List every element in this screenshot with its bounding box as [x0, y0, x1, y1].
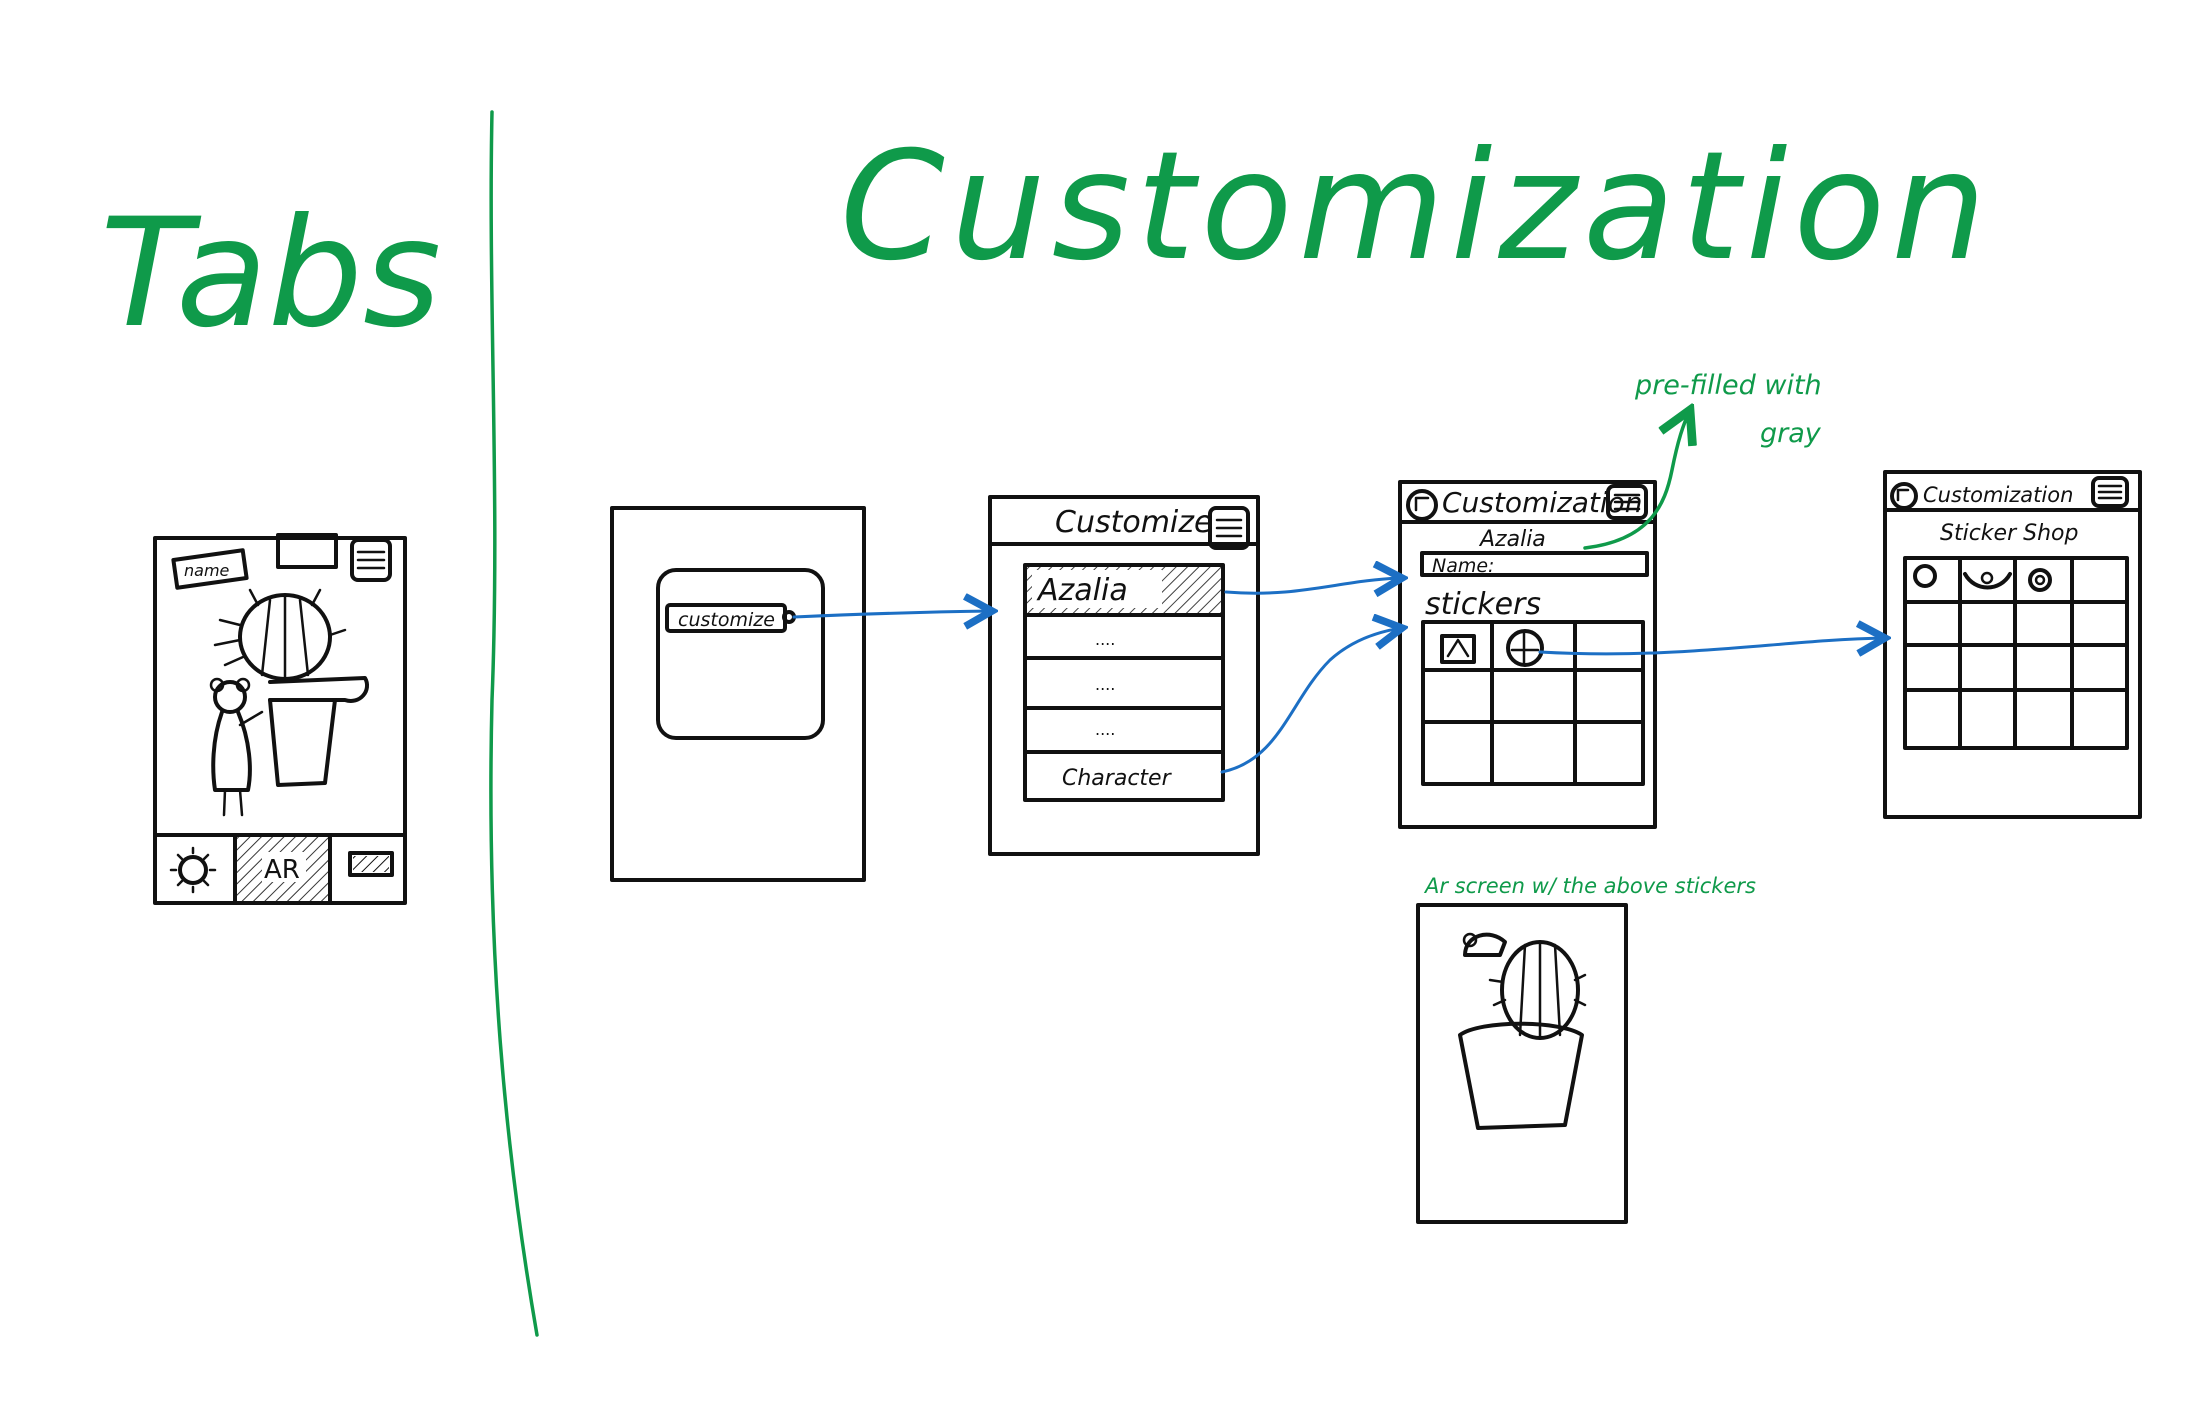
list-item-placeholder: ....	[1095, 675, 1115, 694]
screen2-menu-icon	[1208, 506, 1250, 550]
bear-character	[213, 680, 247, 714]
sticker-shop-grid	[1903, 556, 2129, 750]
sticker-eye-icon	[2028, 568, 2052, 592]
name-field	[1420, 551, 1649, 577]
screen-1-sketch: customize	[610, 506, 866, 882]
arrow-prefilled-note	[1583, 410, 1690, 550]
sun-tab-icon	[178, 855, 208, 885]
screen-3-sketch: Customization Azalia Name: stickers	[1398, 480, 1657, 829]
ar-tab-label: AR	[264, 855, 300, 885]
menu-icon	[350, 538, 392, 582]
character-name: Azalia	[1478, 527, 1546, 552]
screen-4-sketch: Customization Sticker Shop	[1883, 470, 2142, 819]
back-icon	[1406, 489, 1438, 521]
arrow-customize-to-list	[792, 611, 992, 617]
add-sticker-icon	[1506, 629, 1544, 667]
sticker-face-icon	[1913, 564, 1937, 588]
screen4-menu-icon	[2091, 476, 2129, 508]
name-field-label: Name:	[1432, 555, 1494, 577]
stickers-label: stickers	[1425, 587, 1541, 622]
arrow-azalia-to-customization	[1224, 578, 1402, 593]
sticker-eyes-icon	[1963, 572, 2012, 590]
section-divider	[489, 110, 539, 1337]
prefilled-note: pre-filled with	[1634, 370, 1822, 401]
list-item-azalia: Azalia	[1036, 573, 1128, 608]
hat-sticker-icon	[1440, 634, 1476, 664]
tabs-phone-sketch: name AR	[153, 533, 407, 905]
screen3-title: Customization	[1442, 486, 1643, 519]
list-item-placeholder: ....	[1095, 630, 1115, 649]
back-icon	[1890, 482, 1918, 510]
tab-button-three	[348, 851, 394, 877]
screen2-title: Customize	[1055, 505, 1212, 540]
tabs-heading: Tabs	[100, 187, 441, 361]
screen-2-sketch: Customize Azalia .... .... .... Characte…	[988, 495, 1260, 856]
hat-sticker-overlay	[1463, 932, 1507, 957]
ar-screen-note: Ar screen w/ the above stickers	[1423, 874, 1756, 898]
name-label: name	[184, 561, 230, 580]
sticker-shop-title: Sticker Shop	[1940, 521, 2078, 546]
sticker-grid	[1421, 620, 1645, 786]
prefilled-note-2: gray	[1760, 418, 1822, 449]
screen4-title: Customization	[1923, 483, 2073, 507]
screen3-menu-icon	[1606, 484, 1648, 520]
list-item-character: Character	[1062, 766, 1173, 791]
customization-heading: Customization	[840, 120, 1992, 294]
ar-screen-sketch: Ar screen w/ the above stickers	[1416, 874, 1756, 1224]
list-item-placeholder: ....	[1095, 720, 1115, 739]
arrow-character-to-customization	[1220, 628, 1402, 774]
customize-button-label: customize	[678, 609, 775, 631]
arrow-sticker-to-shop	[1538, 638, 1885, 654]
